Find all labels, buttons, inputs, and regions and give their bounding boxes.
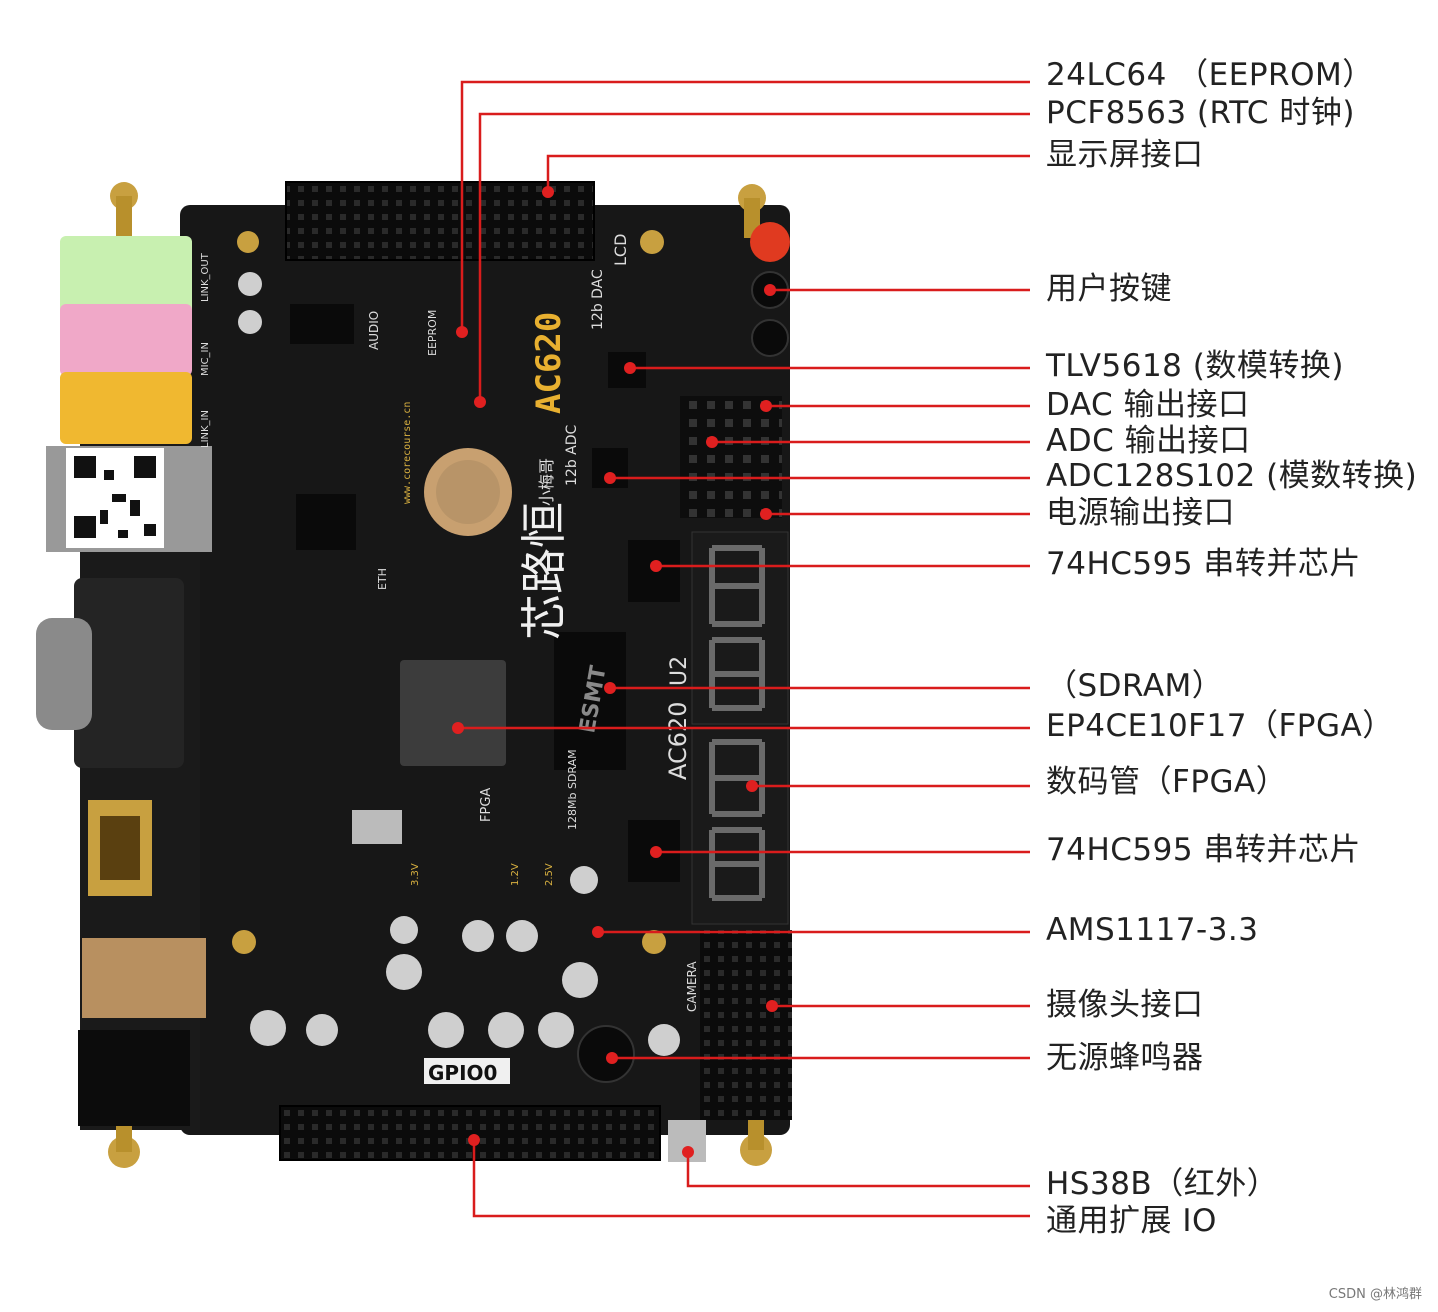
crystal <box>352 810 402 844</box>
adc-chip <box>592 448 628 488</box>
audio-jack-pink <box>60 304 192 376</box>
silk-link-in: LINK_IN <box>200 410 211 448</box>
silk-eeprom: EEPROM <box>426 310 439 356</box>
label-hc595b: 74HC595 串转并芯片 <box>1046 832 1361 868</box>
label-keys: 用户按键 <box>1046 271 1172 307</box>
standoff-top-left <box>110 182 138 236</box>
eth-phy-chip <box>296 494 356 550</box>
dac-chip <box>608 352 646 388</box>
silk-dac: 12b DAC <box>590 269 606 330</box>
board-photo: AC620 AC620 U2 芯路恒 小梅哥 LCD 12b DAC 12b A… <box>36 181 792 1168</box>
label-adc: ADC 输出接口 <box>1046 423 1251 459</box>
silk-3v3: 3.3V <box>410 863 421 886</box>
db9-connector <box>74 578 184 768</box>
camera-header <box>700 930 792 1120</box>
label-tlv: TLV5618 (数模转换) <box>1046 348 1344 384</box>
label-seg: 数码管（FPGA） <box>1046 764 1288 800</box>
silk-1v2: 1.2V <box>510 863 521 886</box>
label-buzzer: 无源蜂鸣器 <box>1046 1040 1204 1076</box>
label-adc128: ADC128S102 (模数转换) <box>1046 458 1418 494</box>
watermark: CSDN @林鸿群 <box>1328 1287 1422 1302</box>
lcd-header <box>285 181 595 261</box>
buzzer <box>577 1025 635 1083</box>
silk-eth: ETH <box>376 568 389 590</box>
user-key-red <box>750 222 790 262</box>
silk-camera: CAMERA <box>685 961 699 1012</box>
label-eeprom: 24LC64 （EEPROM） <box>1046 57 1374 93</box>
audio-jack-yellow <box>60 372 192 444</box>
silk-2v5: 2.5V <box>544 863 555 886</box>
label-ams: AMS1117-3.3 <box>1046 912 1259 948</box>
silk-mic-in: MIC_IN <box>200 342 211 376</box>
label-gpio: 通用扩展 IO <box>1046 1203 1217 1239</box>
audio-jack-green <box>60 236 192 316</box>
silk-ac620-vertical: AC620 <box>664 701 692 780</box>
seven-seg-top <box>691 531 789 725</box>
label-power: 电源输出接口 <box>1046 495 1235 531</box>
gpio-header <box>279 1105 661 1161</box>
label-sdram: （SDRAM） <box>1046 668 1224 704</box>
label-dac: DAC 输出接口 <box>1046 387 1250 423</box>
silk-adc: 12b ADC <box>564 424 580 486</box>
dac-adc-power-headers <box>680 396 782 518</box>
audio-codec-chip <box>290 304 354 344</box>
user-key-1 <box>751 271 789 309</box>
silk-website: www.corecourse.cn <box>402 402 413 504</box>
silk-gpio0: GPIO0 <box>428 1061 497 1085</box>
hc595-chip-top <box>628 540 680 602</box>
label-hc595a: 74HC595 串转并芯片 <box>1046 546 1361 582</box>
silk-lcd: LCD <box>611 234 630 266</box>
hc595-chip-bottom <box>628 820 680 882</box>
user-key-2 <box>751 319 789 357</box>
fpga-chip <box>400 660 506 766</box>
db9-shell <box>36 618 92 730</box>
segment-digits <box>709 545 765 901</box>
label-lcd: 显示屏接口 <box>1046 137 1204 173</box>
ir-receiver <box>668 1120 706 1162</box>
silk-sdram: 128Mb SDRAM <box>566 749 579 830</box>
silk-ac620: AC620 <box>529 312 569 414</box>
silk-link-out: LINK_OUT <box>200 252 211 302</box>
silk-brand: 芯路恒 <box>517 502 571 640</box>
dc-jack <box>78 1030 190 1126</box>
qr-code <box>74 456 156 538</box>
silk-audio: AUDIO <box>367 311 381 350</box>
ethernet-port <box>82 938 206 1018</box>
label-rtc: PCF8563 (RTC 时钟) <box>1046 95 1356 131</box>
silk-u2: U2 <box>667 656 692 686</box>
sdram-chip <box>554 632 626 770</box>
silk-brand-sub: 小梅哥 <box>537 458 556 506</box>
label-ir: HS38B（红外） <box>1046 1166 1279 1202</box>
silk-fpga: FPGA <box>479 788 494 822</box>
label-fpga: EP4CE10F17（FPGA） <box>1046 708 1394 744</box>
capacitors <box>238 272 680 1056</box>
label-camera: 摄像头接口 <box>1046 987 1204 1023</box>
seven-seg-bottom <box>691 727 789 925</box>
